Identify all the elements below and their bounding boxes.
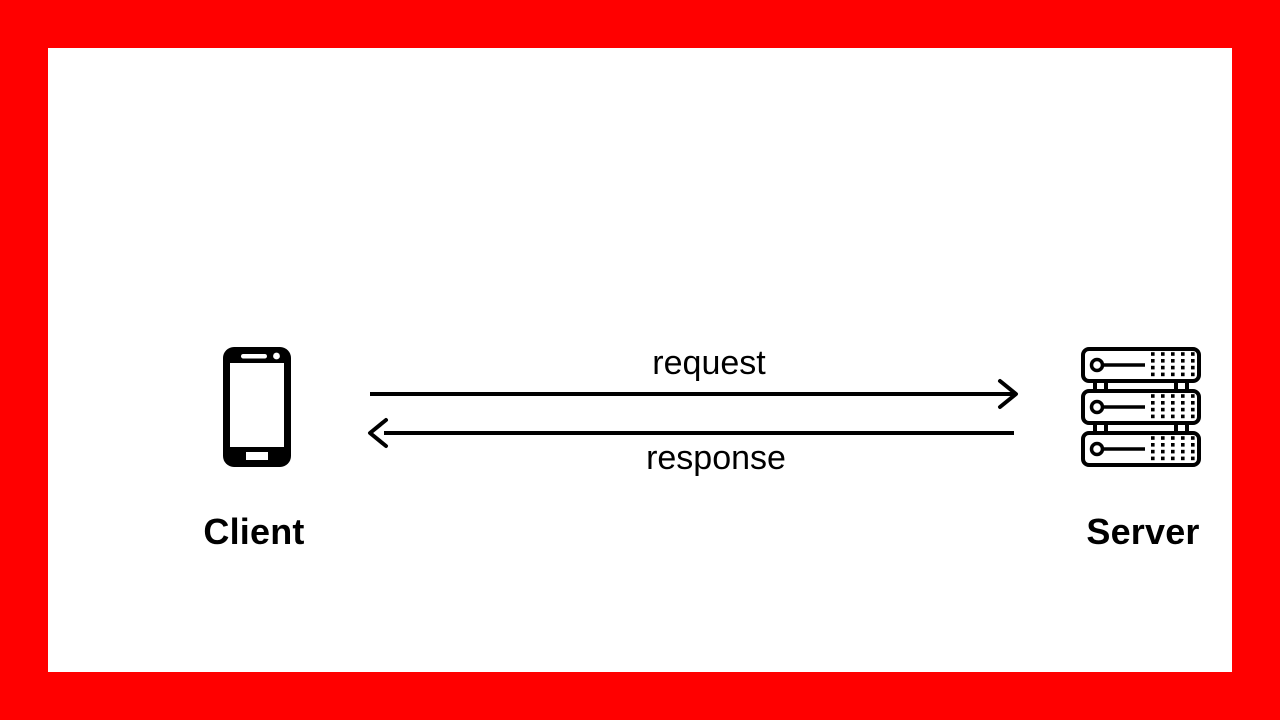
smartphone-icon: [223, 347, 291, 467]
request-arrow: [370, 379, 1018, 409]
response-arrow: [368, 418, 1014, 448]
client-node-label: Client: [203, 511, 305, 552]
response-arrow-label: response: [646, 438, 786, 477]
request-response-arrows: [358, 374, 1028, 459]
server-node-label: Server: [1086, 511, 1200, 552]
request-arrow-label: request: [652, 343, 766, 382]
server-rack-icon: [1081, 347, 1201, 468]
diagram-canvas: request response Client Server: [48, 48, 1232, 672]
